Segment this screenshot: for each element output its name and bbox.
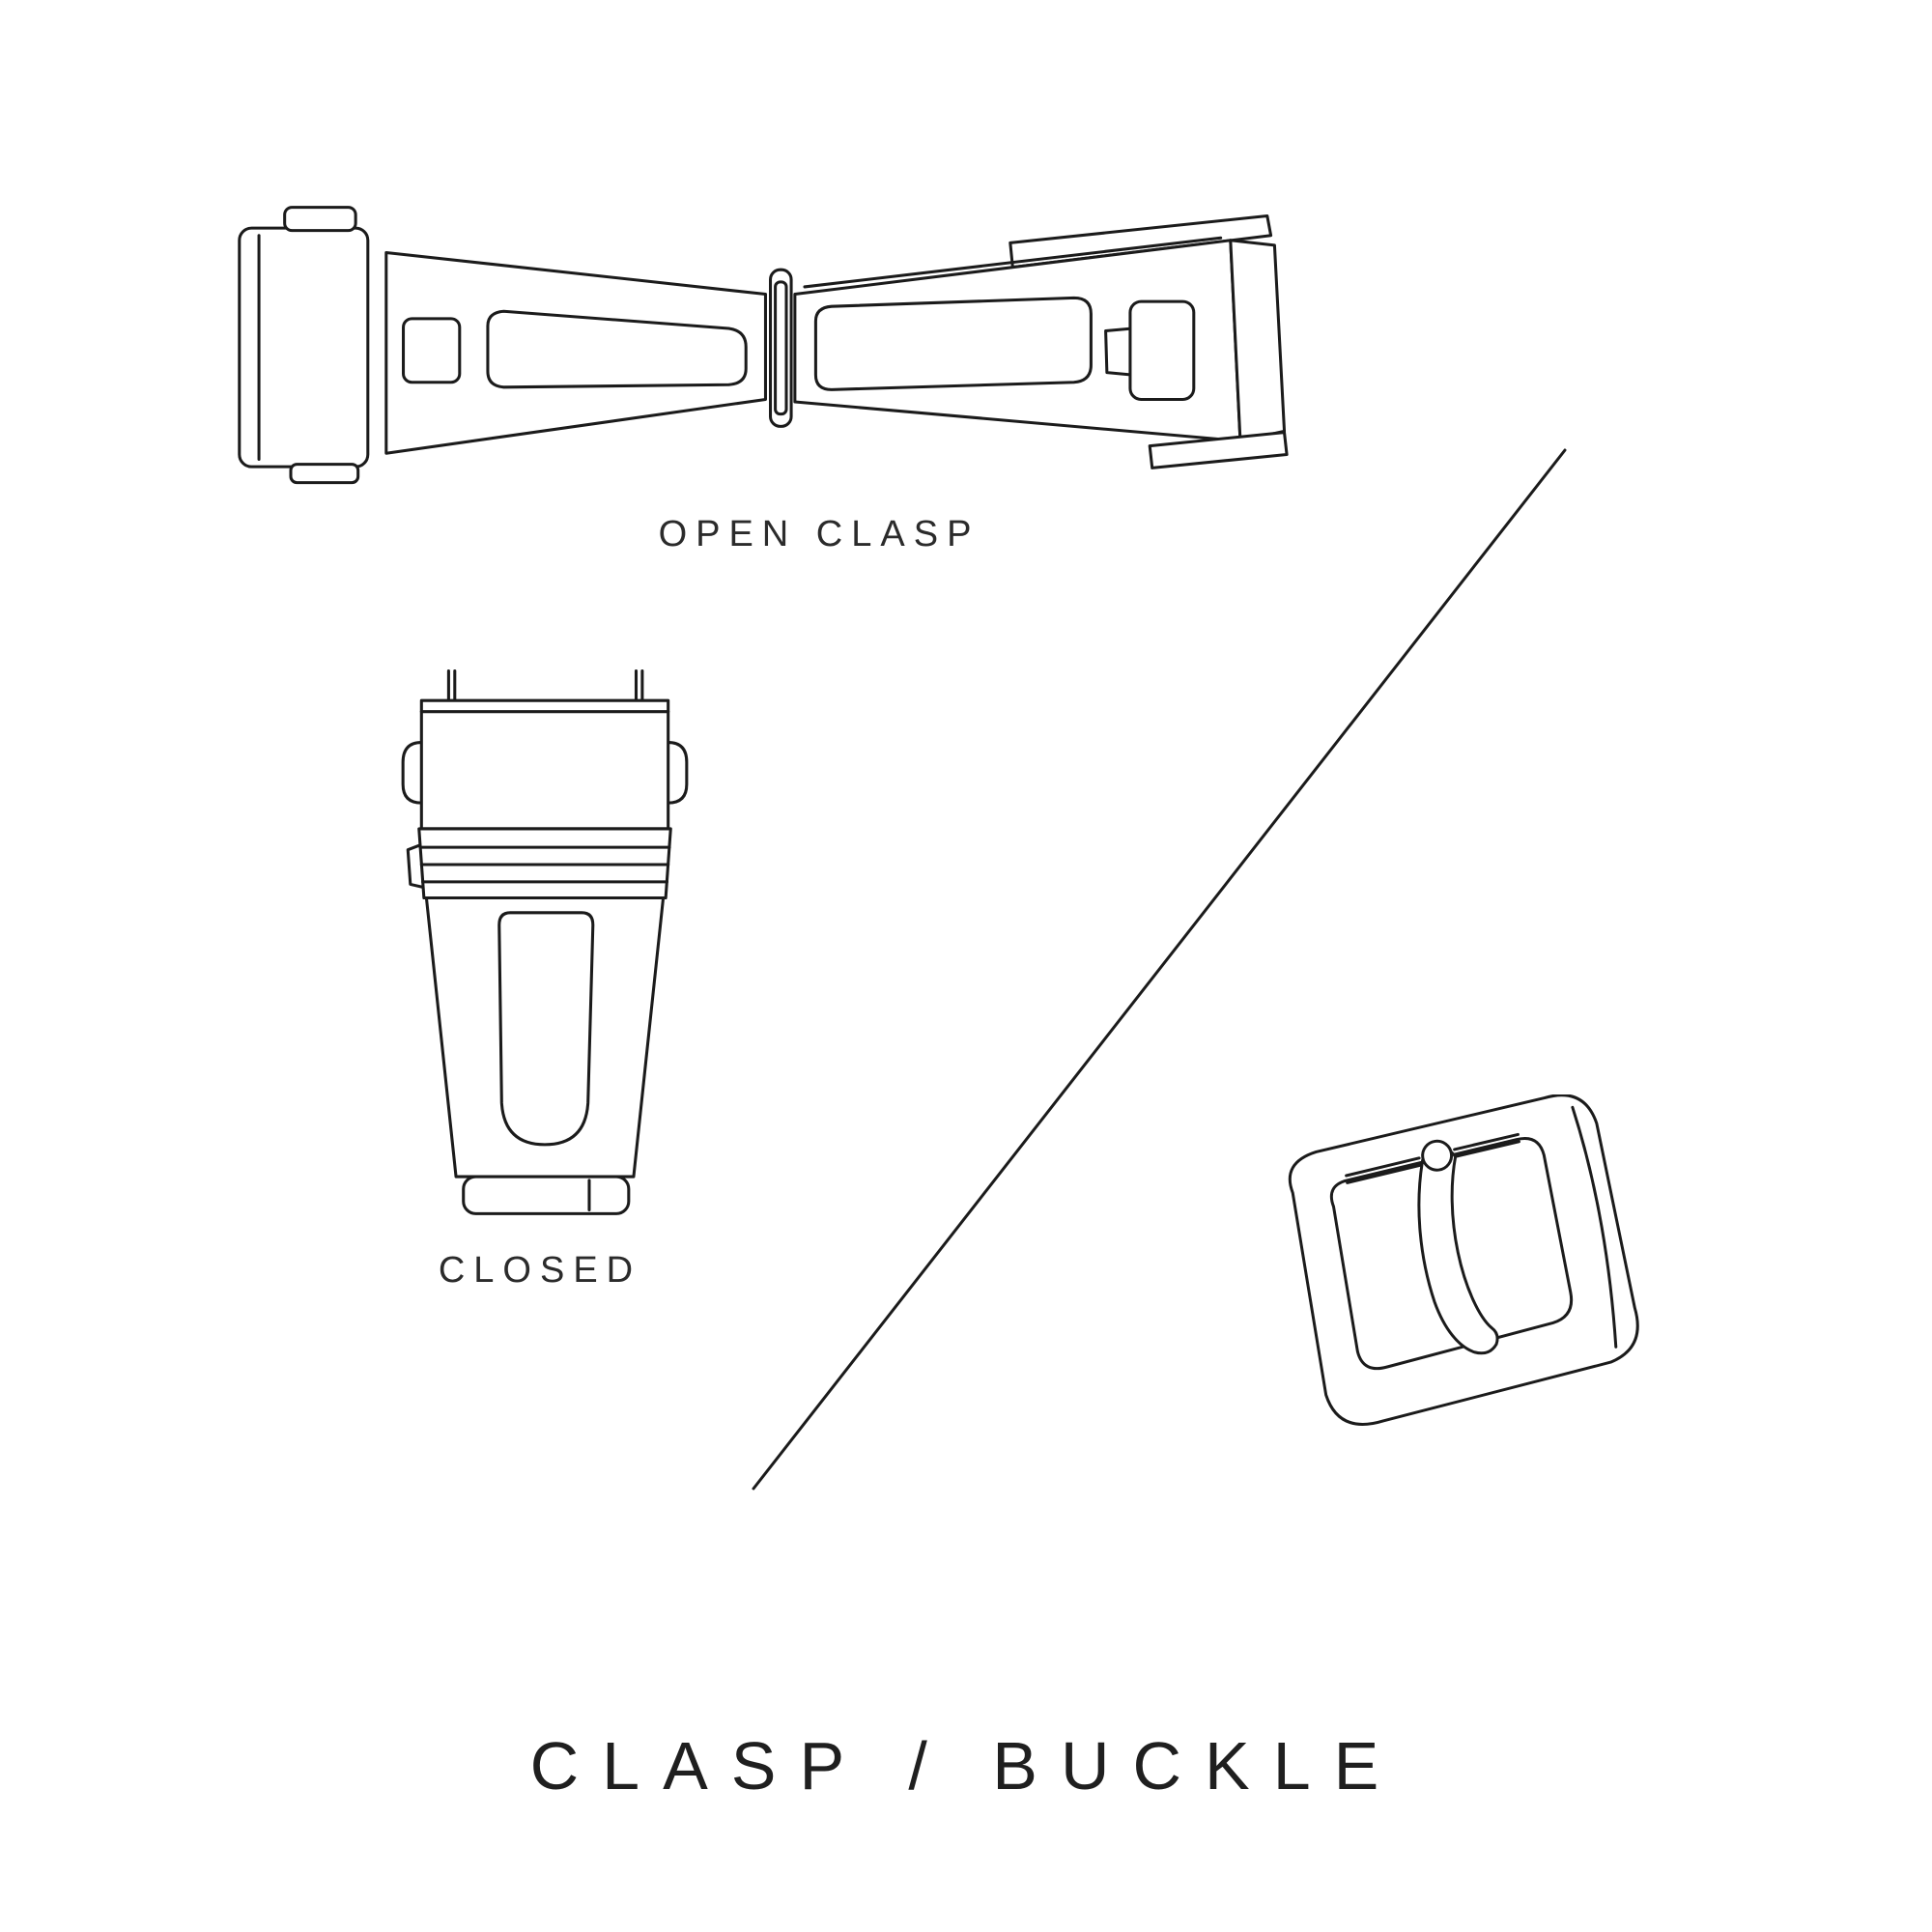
buckle-frame-curve-line (1571, 1105, 1618, 1349)
open-clasp-hinge (769, 268, 793, 428)
closed-clasp-caption: CLOSED (438, 1250, 642, 1291)
buckle-prong-loop (1421, 1139, 1454, 1172)
open-clasp-figure (217, 182, 1319, 512)
closed-clasp-illustration (401, 668, 689, 1215)
closed-clasp-springbar-tips (446, 668, 644, 702)
closed-clasp-cover (401, 698, 689, 831)
open-clasp-illustration (238, 206, 1289, 485)
closed-clasp-figure (384, 661, 705, 1229)
buckle-illustration (1288, 1094, 1639, 1426)
buckle-pin-bar (1345, 1132, 1520, 1184)
page-title: CLASP / BUCKLE (529, 1728, 1403, 1804)
buckle-prong (1417, 1139, 1499, 1355)
closed-clasp-band-rows (406, 827, 672, 900)
closed-clasp-base (462, 1175, 631, 1215)
buckle-group (1288, 1094, 1639, 1426)
buckle-figure (1246, 1094, 1656, 1432)
open-clasp-caption: OPEN CLASP (658, 514, 980, 554)
open-clasp-left-endlink (238, 206, 370, 485)
closed-clasp-body (424, 895, 666, 1179)
open-clasp-left-arm (384, 250, 767, 455)
open-clasp-right-arm (793, 213, 1273, 443)
